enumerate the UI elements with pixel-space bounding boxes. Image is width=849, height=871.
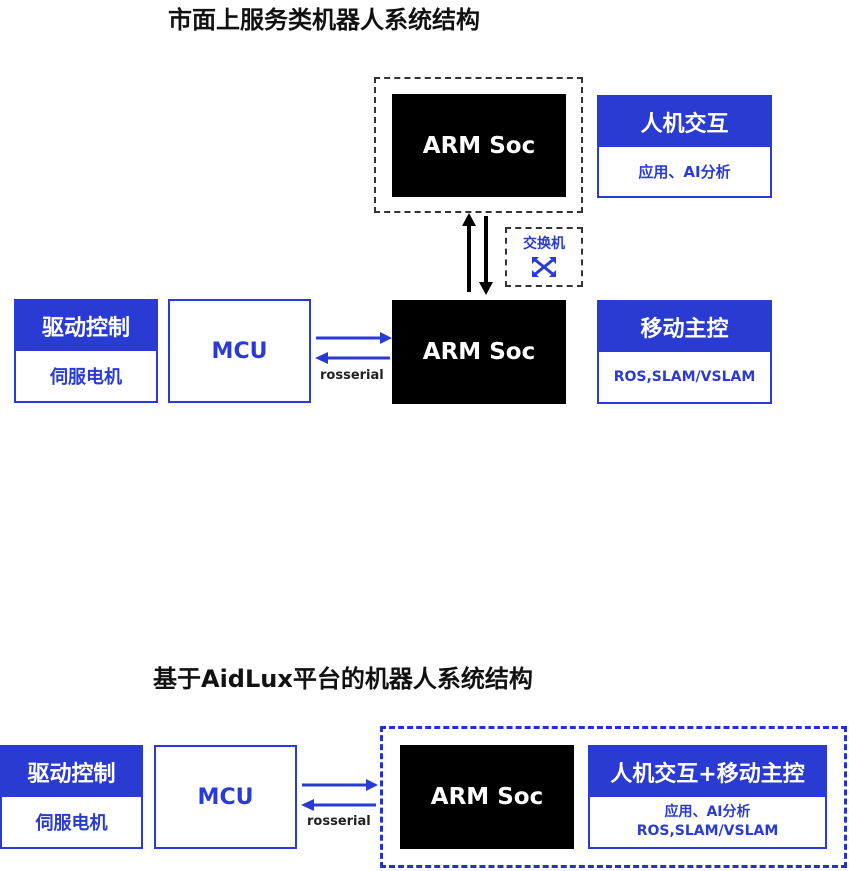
aidlux-frame: [380, 726, 847, 868]
motion-card-body: ROS,SLAM/VSLAM: [613, 369, 756, 385]
drive-card-top-head: 驱动控制: [16, 301, 156, 351]
hmi-card: 人机交互 应用、AI分析: [597, 95, 772, 198]
arm-soc-bottom: ARM Soc: [400, 745, 574, 849]
rosserial-label-top: rosserial: [320, 368, 384, 383]
drive-card-bottom-body: 伺服电机: [35, 813, 108, 834]
switch-box: 交换机: [505, 227, 583, 287]
motion-card: 移动主控 ROS,SLAM/VSLAM: [597, 300, 772, 404]
top-diagram-title: 市面上服务类机器人系统结构: [168, 6, 480, 34]
combined-card-line1: 应用、AI分析: [664, 804, 751, 820]
bottom-diagram-title: 基于AidLux平台的机器人系统结构: [153, 665, 533, 693]
rosserial-arrows-bottom: [301, 779, 378, 811]
switch-icon: [532, 257, 556, 277]
rosserial-arrows-top: [315, 332, 392, 364]
mcu-top: MCU: [168, 299, 311, 403]
switch-label: 交换机: [523, 236, 565, 252]
combined-card: 人机交互+移动主控 应用、AI分析 ROS,SLAM/VSLAM: [588, 745, 827, 849]
hmi-card-body: 应用、AI分析: [638, 163, 731, 181]
drive-card-top: 驱动控制 伺服电机: [14, 299, 158, 403]
vertical-arrows: [462, 213, 493, 295]
combined-card-body: 应用、AI分析 ROS,SLAM/VSLAM: [590, 797, 825, 847]
arm-soc-upper: ARM Soc: [392, 94, 566, 197]
drive-card-bottom: 驱动控制 伺服电机: [0, 745, 143, 849]
drive-card-bottom-head: 驱动控制: [2, 747, 141, 797]
mcu-bottom: MCU: [154, 745, 297, 849]
arm-soc-lower: ARM Soc: [392, 300, 566, 404]
hmi-card-head: 人机交互: [599, 97, 770, 147]
upper-soc-frame: [374, 77, 583, 213]
combined-card-line2: ROS,SLAM/VSLAM: [636, 823, 779, 839]
drive-card-top-body: 伺服电机: [50, 367, 122, 388]
combined-card-head: 人机交互+移动主控: [590, 747, 825, 797]
motion-card-head: 移动主控: [599, 302, 770, 352]
rosserial-label-bottom: rosserial: [307, 814, 371, 829]
